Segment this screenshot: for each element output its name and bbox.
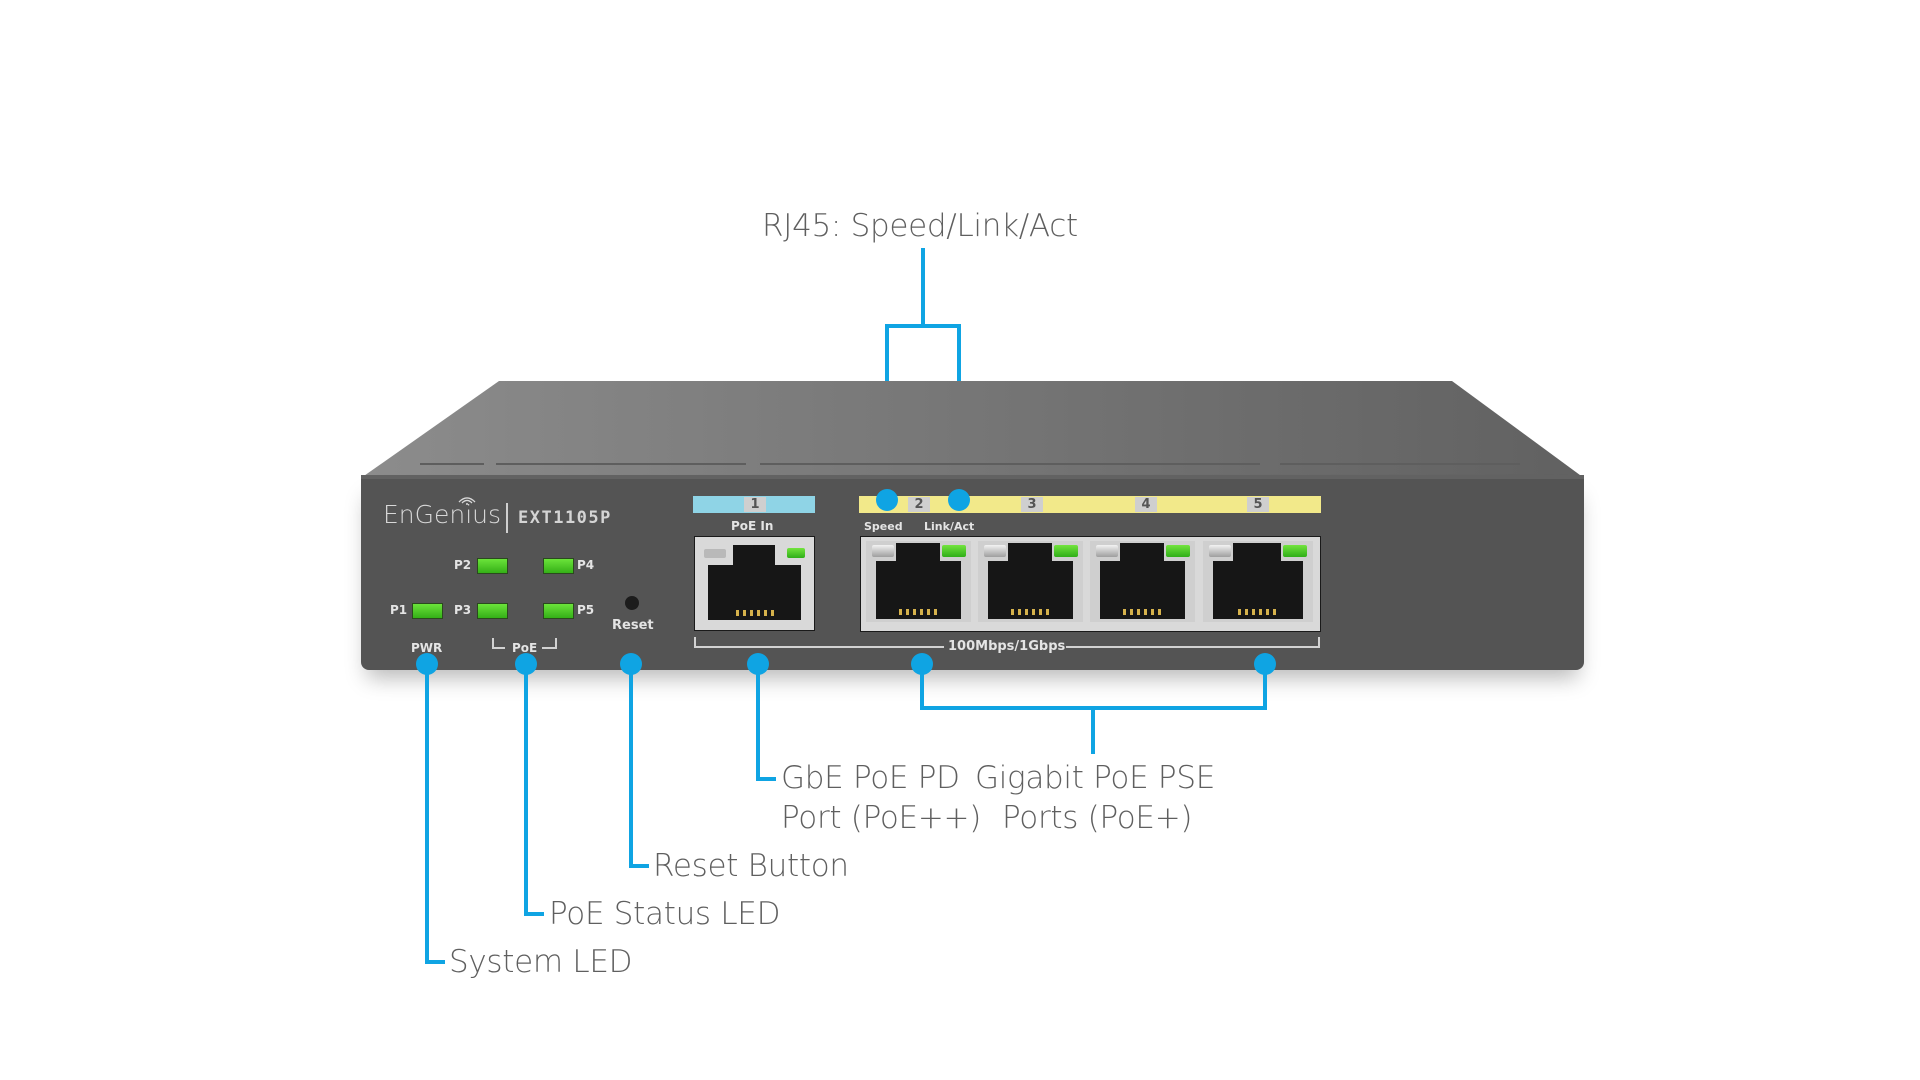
port-4-number: 4 — [1135, 497, 1157, 512]
callout-pse-ports-line2: Ports (PoE+) — [1002, 800, 1193, 836]
brand-logo: EnGenius — [383, 500, 502, 529]
callout-dot-pse-left — [911, 653, 933, 675]
callout-dot-pd-port — [747, 653, 769, 675]
port-3-pins — [1011, 609, 1053, 615]
callout-line — [756, 777, 776, 781]
poe-in-label: PoE In — [731, 519, 774, 533]
poe-led-p2 — [477, 558, 508, 574]
port-3-speed-led — [984, 545, 1006, 557]
model-name: EXT1105P — [518, 508, 612, 528]
callout-pd-port-line2: Port (PoE++) — [781, 800, 981, 836]
top-seam — [760, 463, 1260, 465]
callout-line — [756, 670, 760, 781]
callout-line — [921, 248, 925, 328]
port-5-number: 5 — [1247, 497, 1269, 512]
poe-bracket — [492, 638, 494, 649]
port-5-rj45[interactable] — [1203, 541, 1313, 622]
port-4-pins — [1123, 609, 1165, 615]
callout-dot-reset — [620, 653, 642, 675]
callout-pse-ports-line1: Gigabit PoE PSE — [975, 760, 1215, 796]
port-2-speed-led — [872, 545, 894, 557]
callout-poe-status-led: PoE Status LED — [549, 896, 781, 932]
port-2-link-led — [942, 545, 966, 557]
poe-bracket — [555, 638, 557, 649]
port-4-speed-led — [1096, 545, 1118, 557]
top-seam — [496, 463, 746, 465]
port-2-rj45[interactable] — [866, 541, 971, 622]
callout-line — [629, 864, 649, 868]
callout-reset-button: Reset Button — [653, 848, 849, 884]
callout-dot-speed-led — [876, 489, 898, 511]
callout-dot-pse-right — [1254, 653, 1276, 675]
callout-system-led: System LED — [449, 944, 633, 980]
callout-rj45-leds: RJ45: Speed/Link/Act — [762, 208, 1078, 244]
port-5-pins — [1238, 609, 1280, 615]
callout-dot-system-led — [416, 653, 438, 675]
led-label-p5: P5 — [577, 603, 595, 617]
poe-led-p3 — [477, 603, 508, 619]
led-label-p3: P3 — [454, 603, 472, 617]
front-edge — [361, 475, 1584, 479]
pwr-label: PWR — [411, 641, 443, 655]
speed-bracket — [694, 646, 944, 648]
switch-top-face — [361, 381, 1584, 478]
port-1-rj45[interactable] — [694, 536, 815, 631]
top-seam — [1280, 463, 1520, 465]
callout-line — [629, 670, 633, 868]
speed-led-label: Speed — [864, 520, 903, 533]
callout-line — [524, 670, 528, 916]
reset-label: Reset — [612, 618, 654, 633]
port-4-rj45[interactable] — [1090, 541, 1195, 622]
port-5-jack — [1233, 543, 1281, 565]
port-1-pins — [736, 610, 774, 616]
led-label-p4: P4 — [577, 558, 595, 572]
pwr-led-p1 — [412, 603, 443, 619]
poe-led-p4 — [543, 558, 574, 574]
poe-bracket — [492, 647, 505, 649]
poe-bracket — [542, 647, 555, 649]
link-led-label: Link/Act — [924, 520, 975, 533]
callout-line — [885, 324, 961, 328]
callout-line — [1263, 670, 1267, 710]
callout-dot-link-led — [948, 489, 970, 511]
port-1-jack — [733, 545, 775, 569]
pse-ports-strip — [859, 496, 1321, 513]
callout-line — [920, 670, 924, 710]
reset-button[interactable] — [625, 596, 639, 610]
speed-bracket — [694, 637, 696, 648]
speed-bracket — [1066, 646, 1319, 648]
port-5-link-led — [1283, 545, 1307, 557]
speed-label: 100Mbps/1Gbps — [948, 639, 1066, 654]
wifi-icon — [458, 492, 476, 505]
port-2-jack — [896, 543, 940, 565]
callout-line — [524, 912, 544, 916]
port-2-number: 2 — [908, 497, 930, 512]
callout-line — [425, 960, 445, 964]
poe-group-label: PoE — [512, 641, 538, 655]
port-4-jack — [1120, 543, 1164, 565]
callout-line — [425, 670, 429, 964]
port-1-speed-led — [704, 549, 726, 558]
callout-dot-poe-status — [515, 653, 537, 675]
led-label-p2: P2 — [454, 558, 472, 572]
poe-led-p5 — [543, 603, 574, 619]
led-label-p1: P1 — [390, 603, 408, 617]
port-3-number: 3 — [1021, 497, 1043, 512]
callout-line — [1091, 706, 1095, 754]
callout-pd-port-line1: GbE PoE PD — [781, 760, 960, 796]
port-5-speed-led — [1209, 545, 1231, 557]
port-2-pins — [899, 609, 941, 615]
top-seam — [420, 463, 484, 465]
port-1-link-led — [787, 548, 805, 558]
brand-separator — [506, 503, 508, 533]
port-3-link-led — [1054, 545, 1078, 557]
port-1-number: 1 — [744, 497, 766, 512]
port-3-jack — [1008, 543, 1052, 565]
port-3-rj45[interactable] — [978, 541, 1083, 622]
port-4-link-led — [1166, 545, 1190, 557]
speed-bracket — [1318, 637, 1320, 648]
